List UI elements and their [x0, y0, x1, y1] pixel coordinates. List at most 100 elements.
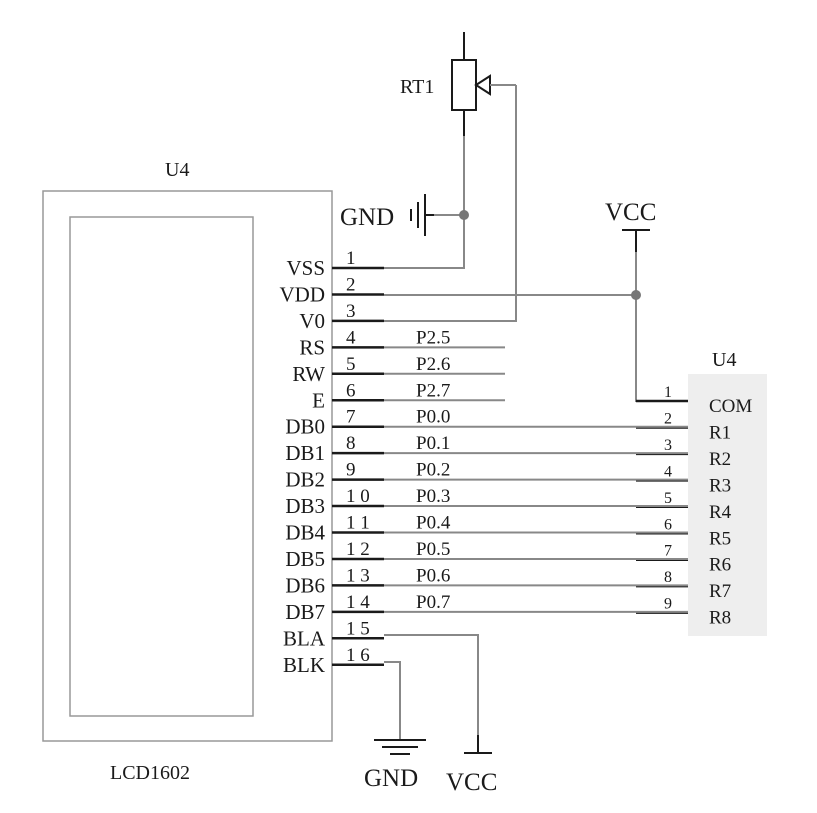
- net-label: P0.2: [416, 460, 450, 481]
- resnet-pin-name: R4: [709, 502, 732, 523]
- lcd-body: [42, 190, 333, 742]
- lcd-pin-number: 1 2: [346, 539, 370, 560]
- lcd-pin-name: VDD: [280, 282, 326, 306]
- lcd-pin-name: DB6: [285, 573, 325, 597]
- vcc-symbol-bottom: [464, 735, 492, 754]
- net-label: P0.6: [416, 565, 450, 586]
- lcd-pin-name: DB2: [285, 468, 325, 492]
- net-label: P0.1: [416, 433, 450, 454]
- lcd-pin: DB7 1 4: [285, 592, 384, 624]
- net-label: P0.7: [416, 592, 450, 613]
- lcd-pin: DB6 1 3: [285, 565, 384, 597]
- vcc-top-label: VCC: [605, 199, 656, 226]
- resnet-pin-number: 1: [664, 384, 672, 401]
- resnet-pin-number: 2: [664, 410, 672, 427]
- net-label: P2.6: [416, 354, 450, 375]
- lcd-pin: DB3 1 0: [285, 486, 384, 518]
- vcc-bottom-label: VCC: [446, 769, 497, 796]
- lcd-pin-name: RW: [292, 362, 325, 386]
- gnd-symbol-bottom: [374, 739, 426, 755]
- lcd-pin-number: 1: [346, 248, 356, 269]
- lcd-pin-number: 1 3: [346, 565, 370, 586]
- resnet-body: [688, 374, 767, 636]
- lcd-pin-name: DB4: [285, 521, 325, 545]
- lcd-pin-number: 7: [346, 407, 356, 428]
- lcd-pin: DB1 8: [285, 433, 384, 465]
- lcd-pin-name: DB5: [285, 547, 325, 571]
- lcd-pin-name: RS: [299, 335, 325, 359]
- lcd-pin-number: 1 0: [346, 486, 370, 507]
- lcd-pin-number: 3: [346, 301, 356, 322]
- resnet-pin-name: R7: [709, 581, 731, 602]
- lcd-pin-name: BLK: [283, 653, 325, 677]
- lcd-pin: BLK 1 6: [283, 645, 384, 677]
- resnet-pin-number: 8: [664, 569, 672, 586]
- gnd-symbol-top: [410, 194, 434, 236]
- resnet-pin-name: R8: [709, 608, 731, 629]
- potentiometer-rt1: [451, 32, 516, 136]
- lcd-pin-number: 1 6: [346, 645, 370, 666]
- lcd-pin-number: 6: [346, 380, 356, 401]
- vcc-symbol-top: [622, 229, 650, 252]
- lcd-pin: VDD 2: [280, 274, 384, 306]
- resnet-pin-number: 4: [664, 463, 672, 480]
- lcd-pin: DB4 1 1: [285, 513, 384, 545]
- net-label: P0.5: [416, 539, 450, 560]
- lcd-pin-name: BLA: [283, 626, 326, 650]
- resnet-pin-name: R3: [709, 475, 731, 496]
- lcd-pin-number: 2: [346, 274, 356, 295]
- resnet-pin-number: 9: [664, 596, 672, 613]
- lcd-pin-number: 8: [346, 433, 356, 454]
- lcd-pin-name: DB0: [285, 415, 325, 439]
- net-label: P2.5: [416, 327, 450, 348]
- lcd-pin: V0 3: [299, 301, 384, 333]
- gnd-top-label: GND: [340, 204, 394, 231]
- lcd-pin: DB2 9: [285, 460, 384, 492]
- resnet-pin-number: 6: [664, 516, 672, 533]
- lcd-pin-name: DB7: [285, 600, 325, 624]
- net-label: P0.0: [416, 407, 450, 428]
- lcd-pin: BLA 1 5: [283, 618, 384, 650]
- resnet-pin-number: 7: [664, 543, 672, 560]
- lcd-pin-name: VSS: [286, 256, 325, 280]
- lcd-pin-number: 4: [346, 327, 356, 348]
- lcd-pin-name: V0: [299, 309, 325, 333]
- lcd-part-label: LCD1602: [110, 762, 190, 784]
- lcd-pin: DB0 7: [285, 407, 384, 439]
- lcd-pin: RS 4: [299, 327, 384, 359]
- resnet-pin-name: R6: [709, 555, 731, 576]
- lcd-ref-label: U4: [165, 159, 189, 181]
- lcd-pin-number: 9: [346, 460, 356, 481]
- backlight-wires: [384, 634, 479, 740]
- lcd-pin: VSS 1: [286, 248, 384, 280]
- resnet-pin-name: COM: [709, 396, 752, 417]
- lcd-screen: [69, 216, 254, 717]
- resnet-pin-name: R5: [709, 528, 731, 549]
- lcd-pin-number: 1 5: [346, 618, 370, 639]
- vcc-junction: [631, 290, 641, 300]
- lcd-pin-name: DB1: [285, 441, 325, 465]
- net-label: P2.7: [416, 380, 450, 401]
- lcd-pin-number: 1 4: [346, 592, 370, 613]
- lcd-pin: RW 5: [292, 354, 384, 386]
- resnet-pin-name: R1: [709, 422, 731, 443]
- resnet-pin-number: 3: [664, 437, 672, 454]
- lcd-pin-name: E: [312, 388, 325, 412]
- lcd-pin-number: 1 1: [346, 513, 370, 534]
- lcd-pin-number: 5: [346, 354, 356, 375]
- gnd-junction: [459, 210, 469, 220]
- lcd-pin-name: DB3: [285, 494, 325, 518]
- pot-ref-label: RT1: [400, 76, 434, 98]
- net-wires: P2.5P2.6P2.7P0.0P0.1P0.2P0.3P0.4P0.5P0.6…: [384, 327, 688, 613]
- gnd-bottom-label: GND: [364, 765, 418, 792]
- lcd-pin: DB5 1 2: [285, 539, 384, 571]
- net-label: P0.4: [416, 513, 451, 534]
- net-label: P0.3: [416, 486, 450, 507]
- resnet-pin-name: R2: [709, 449, 731, 470]
- pot-wires: [384, 85, 517, 322]
- resnet-pin-number: 5: [664, 490, 672, 507]
